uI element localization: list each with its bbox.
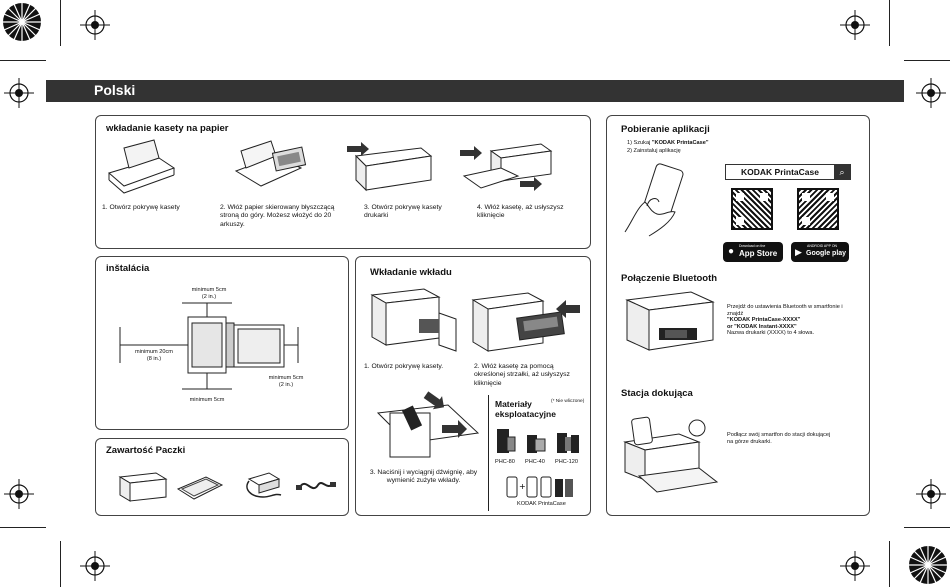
power-adapter-icon: [246, 472, 282, 498]
registration-mark-icon: [916, 78, 946, 108]
google-play-label: Google play: [806, 250, 847, 257]
crop-mark: [60, 0, 61, 46]
dock-text: Podłącz swój smartfon do stacji dokujące…: [727, 432, 831, 445]
printacase-icon: +: [506, 476, 573, 498]
clearance-diagram: [119, 302, 299, 390]
registration-mark-icon: [80, 10, 110, 40]
load-paper-step-4: 4. Włóż kasetę, aż usłyszysz kliknięcie: [477, 204, 564, 220]
load-paper-panel: wkładanie kasety na papier 1. Otwórz pok…: [95, 115, 591, 249]
hand-phone-illustration: [624, 163, 684, 237]
starburst-mark-icon: [3, 3, 41, 41]
registration-mark-icon: [916, 479, 946, 509]
insert-paper-illustration: [234, 140, 307, 187]
cartridge-step-1: 1. Otwórz pokrywę kasety.: [364, 363, 444, 370]
phc-80-icon: [497, 429, 516, 453]
google-play-small-label: ANDROID APP ON: [807, 244, 838, 248]
app-step-2: 2) Zainstaluj aplikację: [627, 148, 681, 154]
supply-label-phc-80: PHC-80: [495, 459, 515, 465]
cartridge-panel: Wkładanie wkładu 1. Otwórz pokrywę kaset…: [355, 256, 591, 516]
supplies-title: Materiały eksploatacyjne: [495, 399, 556, 419]
lever-illustration: [368, 391, 486, 463]
dimension-right: minimum 5cm (2 in.): [268, 375, 304, 388]
app-search-box[interactable]: KODAK PrintaCase ⌕: [725, 164, 851, 180]
app-search-text: KODAK PrintaCase: [741, 167, 819, 177]
load-paper-step-1: 1. Otwórz pokrywę kasety: [102, 204, 180, 211]
dimension-left: minimum 20cm (8 in.): [135, 349, 173, 362]
cartridge-step-3: 3. Naciśnij i wyciągnij dźwignię, aby wy…: [369, 469, 478, 485]
language-title: Polski: [94, 82, 136, 98]
app-title: Pobieranie aplikacji: [621, 124, 710, 135]
crop-mark: [904, 60, 950, 61]
bluetooth-text: Przejdź do ustawienia Bluetooth w smartf…: [727, 304, 857, 337]
registration-mark-icon: [840, 10, 870, 40]
apple-icon: ●: [728, 246, 735, 257]
app-store-small-label: Download on the: [739, 244, 766, 248]
search-icon: ⌕: [834, 165, 850, 179]
language-header: Polski: [46, 80, 904, 102]
insert-cassette-illustration: [460, 143, 553, 191]
phc-40-icon: [527, 435, 546, 453]
registration-mark-icon: [80, 551, 110, 581]
load-paper-title: wkładanie kasety na papier: [106, 123, 229, 134]
installation-title: inštalácia: [106, 263, 150, 274]
registration-mark-icon: [4, 479, 34, 509]
crop-mark: [60, 541, 61, 587]
crop-mark: [0, 60, 46, 61]
dock-printer-illustration: [623, 416, 719, 493]
registration-mark-icon: [4, 78, 34, 108]
installation-panel: inštalácia minimum 5cm (2 in.) minimum 2…: [95, 256, 349, 430]
registration-mark-icon: [840, 551, 870, 581]
insert-cartridge-illustration: [471, 292, 580, 352]
printer-bluetooth-illustration: [625, 291, 715, 351]
phc-120-icon: [557, 433, 579, 453]
google-play-icon: ▶: [795, 247, 802, 257]
load-paper-step-3: 3. Otwórz pokrywę kasety drukarki: [364, 204, 442, 220]
dimension-top: minimum 5cm (2 in.): [191, 287, 227, 300]
open-printer-cover-illustration: [347, 142, 433, 192]
bluetooth-name-2: or "KODAK Instant-XXXX": [727, 323, 797, 330]
supplies-note: (* Nie wliczone): [551, 399, 585, 404]
bluetooth-line-1: Przejdź do ustawienia Bluetooth w smartf…: [727, 304, 843, 317]
cartridge-step-2: 2. Włóż kasetę za pomocą określonej strz…: [474, 363, 570, 387]
supplies-box: Materiały eksploatacyjne (* Nie wliczone…: [488, 395, 587, 511]
crop-mark: [0, 527, 46, 528]
app-store-label: App Store: [739, 249, 778, 258]
app-step-1-prefix: 1) Szukaj: [627, 140, 652, 146]
qr-code-android[interactable]: [797, 188, 839, 230]
bluetooth-title: Połączenie Bluetooth: [621, 273, 718, 284]
bluetooth-name-1: "KODAK PrintaCase-XXXX": [727, 317, 801, 323]
google-play-button[interactable]: ▶ ANDROID APP ON Google play: [791, 242, 849, 262]
open-cassette-illustration: [107, 139, 176, 194]
package-contents-panel: Zawartość Paczki: [95, 438, 349, 516]
printer-icon: [118, 472, 168, 502]
bluetooth-line-2: Nazwa drukarki (XXXX) to 4 słowa.: [727, 330, 815, 336]
app-store-button[interactable]: ● Download on the App Store: [723, 242, 783, 262]
printacase-label: KODAK PrintaCase: [517, 501, 566, 507]
starburst-mark-icon: [909, 546, 947, 584]
usb-cable-icon: [296, 482, 336, 490]
dimension-bottom: minimum 5cm: [189, 397, 225, 403]
crop-mark: [904, 527, 950, 528]
supply-label-phc-120: PHC-120: [555, 459, 579, 465]
crop-mark: [889, 541, 890, 587]
load-paper-step-2: 2. Włóż papier skierowany błyszczącą str…: [220, 204, 335, 228]
dock-title: Stacja dokująca: [621, 388, 693, 399]
cassette-icon: [176, 476, 224, 500]
cartridge-title: Wkładanie wkładu: [370, 267, 452, 278]
svg-text:+: +: [519, 482, 526, 491]
right-panel: Pobieranie aplikacji 1) Szukaj "KODAK Pr…: [606, 115, 870, 516]
app-step-1: 1) Szukaj "KODAK PrintaCase": [627, 140, 777, 147]
crop-mark: [889, 0, 890, 46]
open-cassette-cover-illustration: [370, 288, 457, 352]
qr-code-ios[interactable]: [731, 188, 773, 230]
supply-label-phc-40: PHC-40: [525, 459, 545, 465]
package-contents-title: Zawartość Paczki: [106, 445, 186, 456]
app-step-1-bold: "KODAK PrintaCase": [651, 140, 709, 146]
